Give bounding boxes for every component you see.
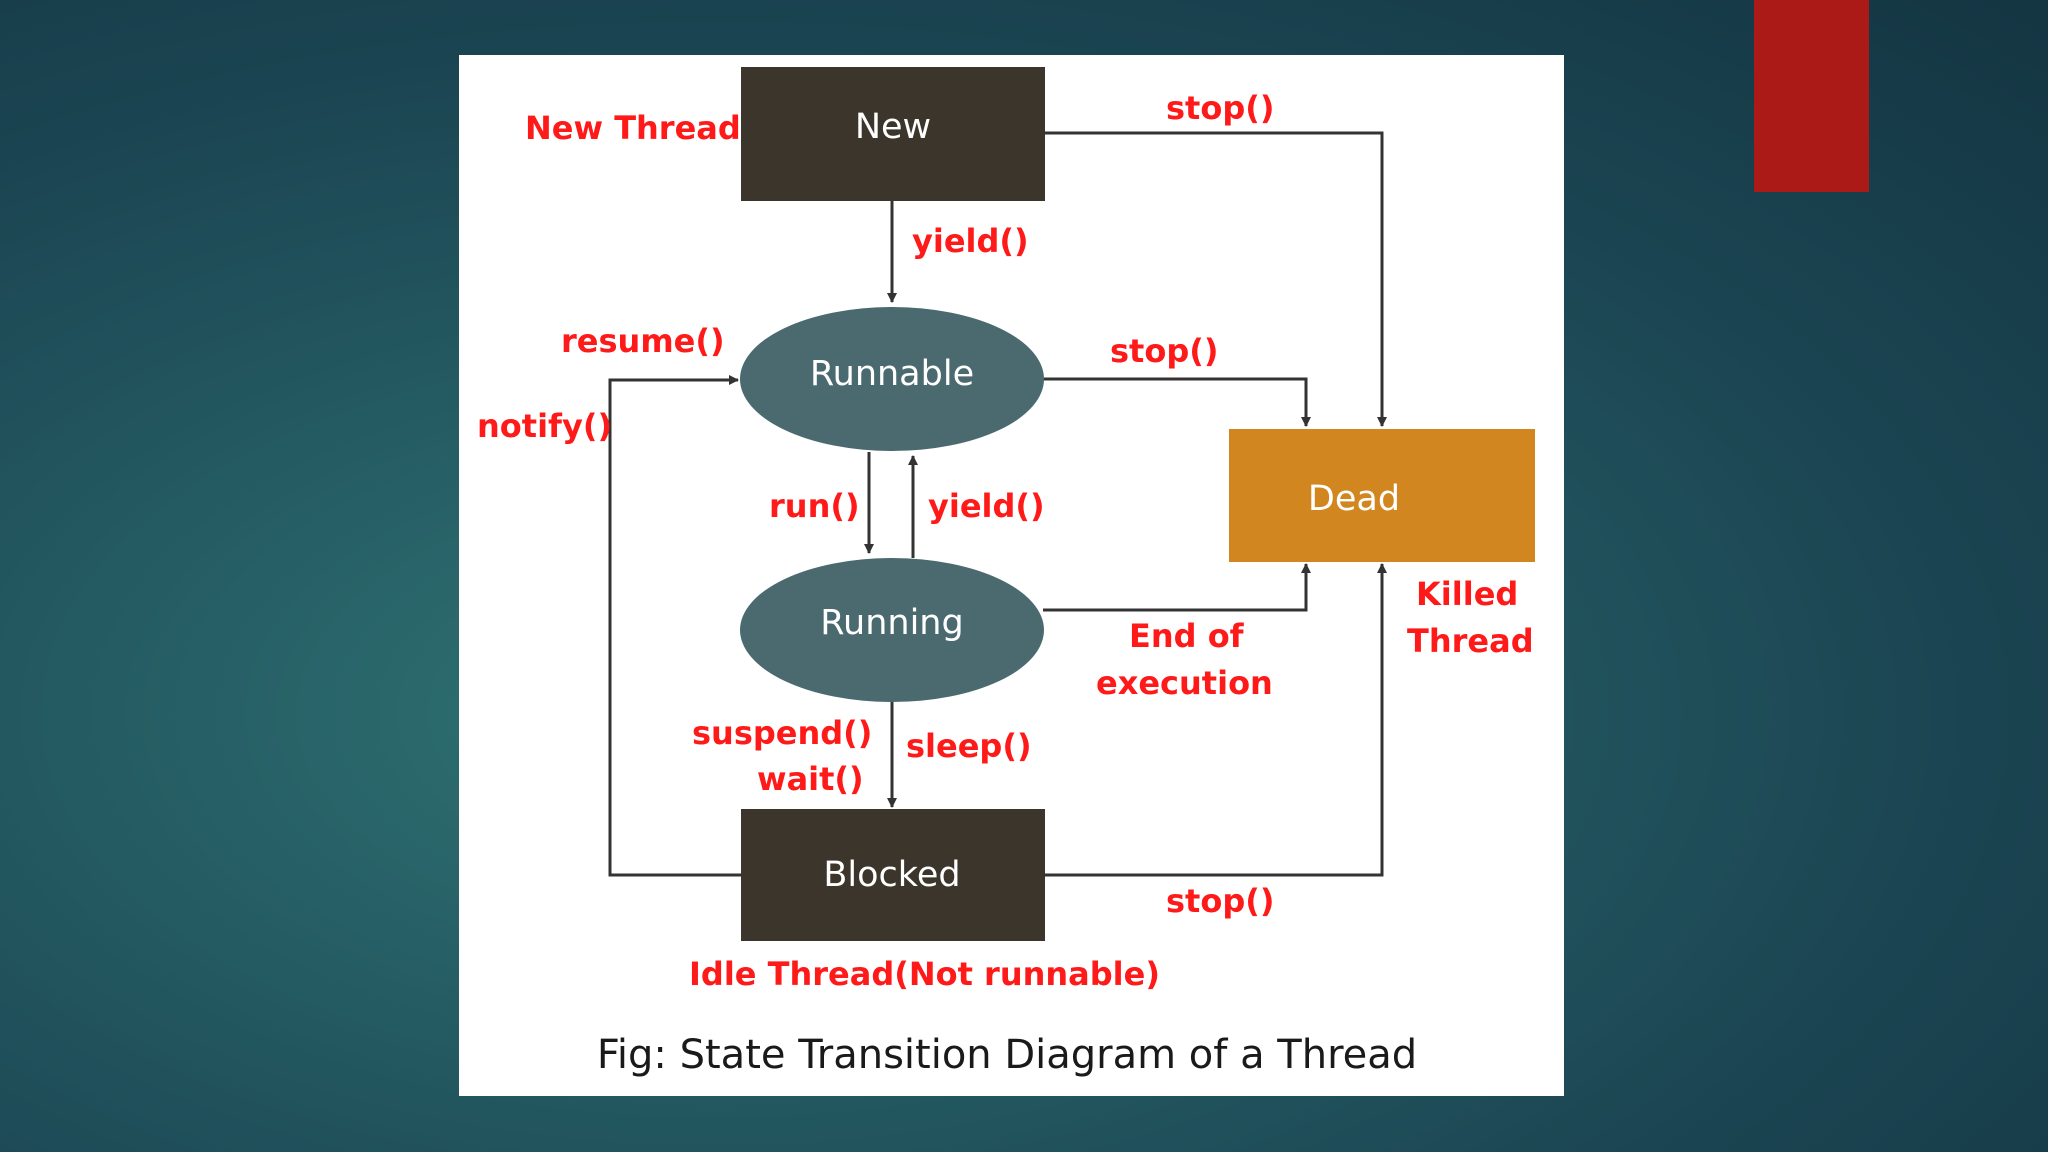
state-new: New [741,67,1045,201]
label-run: run() [769,487,860,525]
label-resume: resume() [561,322,725,360]
label-yield-new: yield() [912,222,1029,260]
label-yield-running: yield() [928,487,1045,525]
state-new-label: New [855,107,931,147]
label-notify: notify() [477,407,612,445]
state-runnable: Runnable [740,307,1044,451]
label-new-thread: New Thread [525,109,741,147]
transition-labels: New Thread stop() yield() resume() notif… [477,89,1534,993]
state-dead: Dead [1229,429,1535,562]
edge-blocked-to-dead [1045,563,1387,877]
label-idle-thread: Idle Thread(Not runnable) [689,955,1160,993]
red-accent-bar [1754,0,1869,192]
state-runnable-ellipse [740,307,1044,451]
label-end-of-execution-line2: execution [1096,664,1273,702]
state-running-ellipse [740,558,1044,702]
edge-running-to-dead [1043,563,1311,612]
edges [608,131,1387,877]
edge-runnable-to-dead [1043,377,1311,427]
state-blocked-label: Blocked [823,855,960,895]
label-suspend: suspend() [692,714,872,752]
state-blocked: Blocked [741,809,1045,941]
label-killed-thread-line2: Thread [1407,622,1534,660]
label-stop-blocked: stop() [1166,882,1274,920]
edge-new-to-dead [1045,131,1387,427]
state-dead-label: Dead [1308,479,1400,519]
diagram-caption: Fig: State Transition Diagram of a Threa… [597,1032,1417,1078]
state-new-box [741,67,1045,201]
label-killed-thread-line1: Killed [1416,575,1518,613]
label-stop-runnable: stop() [1110,332,1218,370]
state-running: Running [740,558,1044,702]
state-running-label: Running [820,603,963,643]
state-blocked-box [741,809,1045,941]
label-stop-new: stop() [1166,89,1274,127]
label-sleep: sleep() [906,727,1032,765]
label-end-of-execution-line1: End of [1129,617,1245,655]
state-runnable-label: Runnable [810,354,974,394]
edge-blocked-to-runnable [608,375,741,877]
label-wait: wait() [757,760,864,798]
state-dead-box [1229,429,1535,562]
